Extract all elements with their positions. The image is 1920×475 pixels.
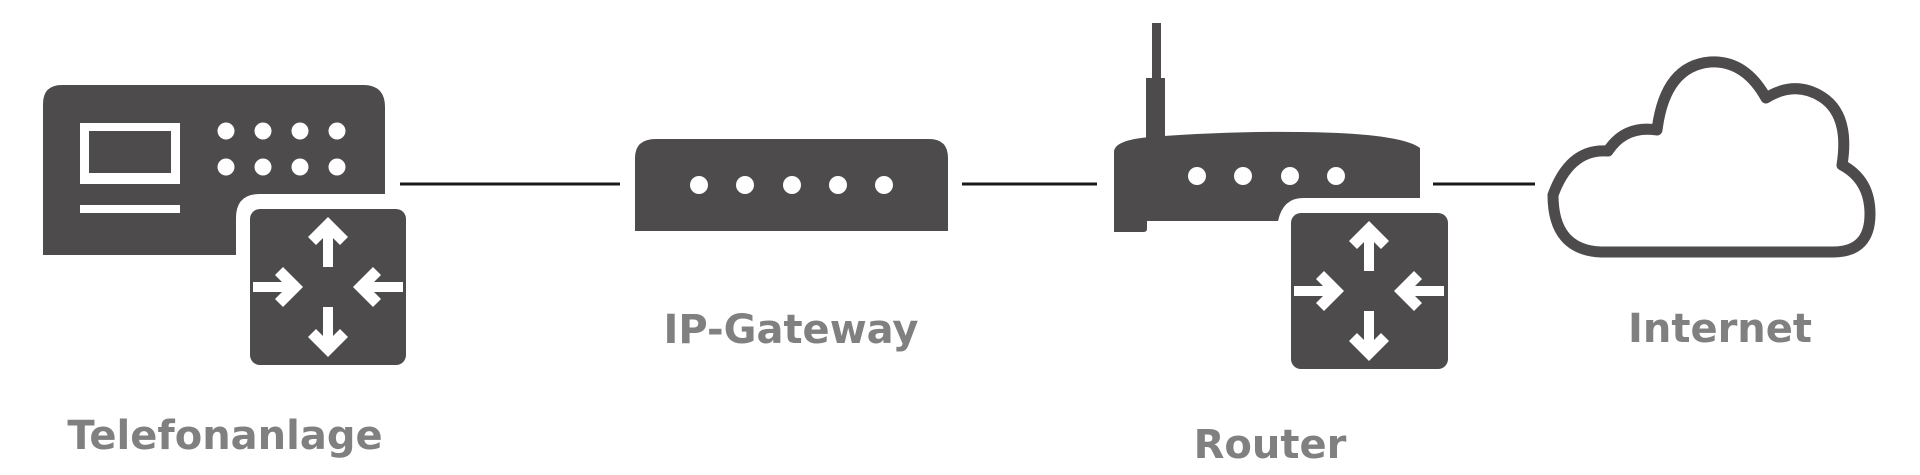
label-gateway: IP-Gateway [664,307,919,353]
cloud-icon [1547,56,1876,258]
label-router: Router [1194,422,1347,468]
router-with-switch-icon [1114,23,1448,369]
gateway-icon [635,139,948,231]
pbx-with-switch-icon [43,85,406,365]
label-internet: Internet [1628,306,1812,352]
label-telefonanlage: Telefonanlage [67,413,382,459]
